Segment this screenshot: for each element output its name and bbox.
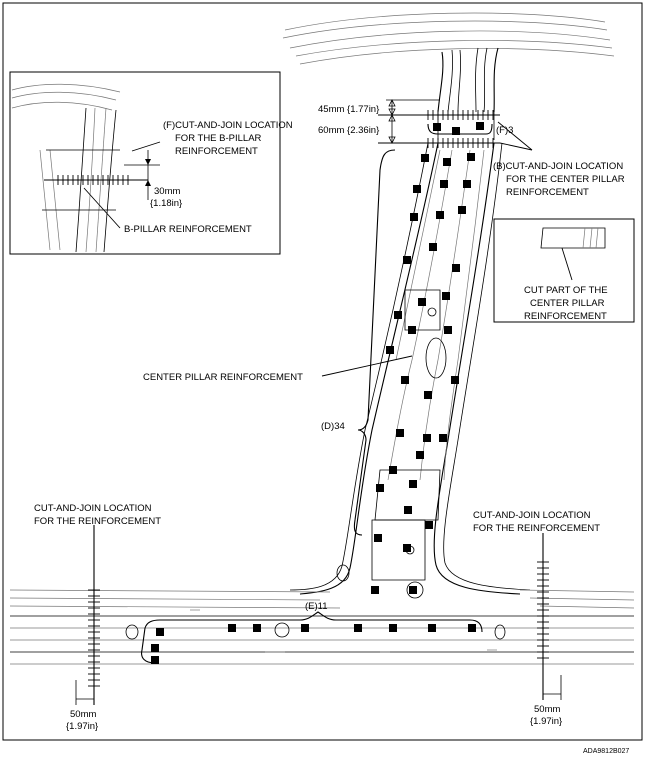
spot-weld [421, 154, 429, 162]
spot-weld [389, 624, 397, 632]
spot-weld [371, 586, 379, 594]
inset-dim-value: 30mm [154, 186, 180, 197]
spot-weld [458, 206, 466, 214]
inset-b-pillar [9, 71, 281, 255]
b-label-line2: FOR THE CENTER PILLAR [506, 174, 625, 185]
spot-weld [452, 264, 460, 272]
spot-weld [444, 326, 452, 334]
cut-join-left-line2: FOR THE REINFORCEMENT [34, 516, 161, 527]
spot-weld [433, 123, 441, 131]
spot-weld [386, 346, 394, 354]
inset-f-line1: (F)CUT-AND-JOIN LOCATION [163, 120, 293, 131]
e11-label: (E)11 [305, 601, 328, 612]
spot-weld [423, 434, 431, 442]
spot-weld [451, 376, 459, 384]
spot-weld [253, 624, 261, 632]
spot-weld [463, 180, 471, 188]
b-label-line1: (B)CUT-AND-JOIN LOCATION [493, 161, 623, 172]
center-pillar-reinforcement-label: CENTER PILLAR REINFORCEMENT [143, 372, 303, 383]
b-pillar-reinforcement-label: B-PILLAR REINFORCEMENT [124, 224, 252, 235]
spot-weld [429, 243, 437, 251]
inset-dim-inch: {1.18in} [150, 198, 182, 209]
spot-weld [436, 211, 444, 219]
inset-cut-part [493, 218, 635, 323]
spot-weld [408, 326, 416, 334]
cut-part-line1: CUT PART OF THE [524, 285, 608, 296]
spot-weld [467, 153, 475, 161]
spot-weld [424, 391, 432, 399]
spot-weld [403, 544, 411, 552]
dimension-45-60 [386, 99, 440, 144]
upper-cut-lines [378, 110, 500, 148]
dim-60-label: 60mm {2.36in} [318, 125, 379, 136]
spot-weld [396, 429, 404, 437]
spot-weld [410, 213, 418, 221]
spot-weld [418, 298, 426, 306]
b-leader [497, 121, 533, 151]
spot-welds [151, 122, 484, 664]
spot-weld [452, 127, 460, 135]
b-label-line3: REINFORCEMENT [506, 187, 589, 198]
spot-weld [413, 185, 421, 193]
cut-join-right-line2: FOR THE REINFORCEMENT [473, 523, 600, 534]
spot-weld [301, 624, 309, 632]
spot-weld [404, 506, 412, 514]
figure-code: ADA9812B027 [583, 748, 629, 755]
right-cut-lines [537, 533, 562, 700]
spot-weld [409, 480, 417, 488]
spot-weld [476, 122, 484, 130]
left-cut-lines [75, 525, 100, 705]
center-pillar-upper [437, 47, 499, 140]
d34-bracket [353, 149, 396, 536]
spot-weld [156, 628, 164, 636]
cut-join-right-line1: CUT-AND-JOIN LOCATION [473, 510, 591, 521]
spot-weld [409, 586, 417, 594]
cut-part-line2: CENTER PILLAR [530, 298, 605, 309]
d34-label: (D)34 [321, 421, 345, 432]
roof-rail [282, 12, 615, 65]
spot-weld [468, 624, 476, 632]
spot-weld [401, 376, 409, 384]
spot-weld [389, 466, 397, 474]
cut-part-line3: REINFORCEMENT [524, 311, 607, 322]
f3-label: (F)3 [496, 125, 513, 136]
spot-weld [442, 292, 450, 300]
center-pillar-body [289, 142, 531, 599]
spot-weld [425, 521, 433, 529]
spot-weld [428, 624, 436, 632]
spot-weld [228, 624, 236, 632]
inset-f-line2: FOR THE B-PILLAR [175, 133, 262, 144]
diagram-frame [2, 2, 643, 741]
dim-50-right: 50mm [534, 704, 560, 715]
dim-50-left: 50mm [70, 709, 96, 720]
spot-weld [151, 656, 159, 664]
spot-weld [376, 484, 384, 492]
spot-weld [151, 644, 159, 652]
dim-50-right-inch: {1.97in} [530, 716, 562, 727]
spot-weld [374, 534, 382, 542]
spot-weld [403, 256, 411, 264]
f3-bracket [427, 123, 493, 135]
e11-bracket [141, 611, 483, 664]
spot-weld [440, 180, 448, 188]
dim-45-label: 45mm {1.77in} [318, 104, 379, 115]
cut-join-left-line1: CUT-AND-JOIN LOCATION [34, 503, 152, 514]
spot-weld [416, 451, 424, 459]
spot-weld [354, 624, 362, 632]
spot-weld [443, 158, 451, 166]
dim-50-left-inch: {1.97in} [66, 721, 98, 732]
inset-f-line3: REINFORCEMENT [175, 146, 258, 157]
spot-weld [439, 434, 447, 442]
spot-weld [394, 311, 402, 319]
side-sill [9, 589, 635, 665]
center-pillar-leader [321, 355, 413, 377]
